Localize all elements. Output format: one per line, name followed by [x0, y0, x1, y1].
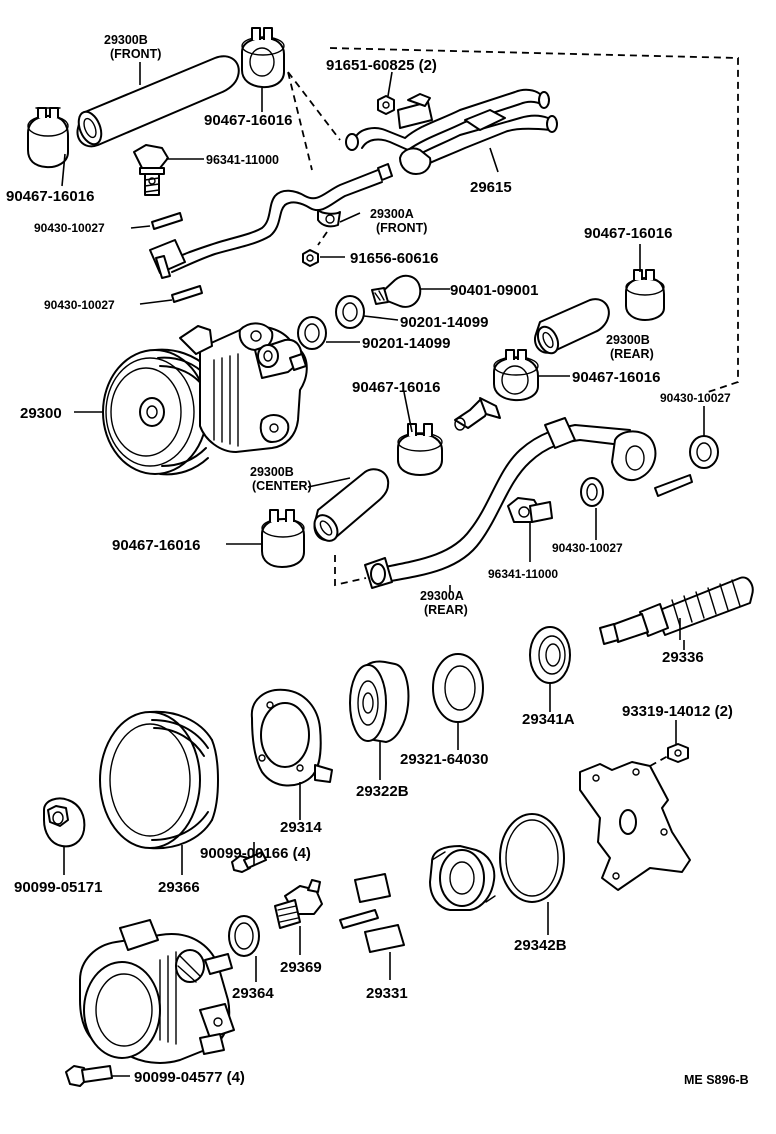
reference-line-front-pipe [317, 231, 328, 246]
plug-90401 [371, 274, 422, 308]
label-90201-14099-b: 90201-14099 [362, 335, 450, 352]
label-90099-04577: 90099-04577 (4) [134, 1069, 245, 1086]
cam-ring [429, 845, 496, 911]
clamp-90467-rear-lower [493, 349, 539, 402]
label-29366: 29366 [158, 879, 200, 896]
union-bolt-96341-lower [507, 497, 553, 523]
label-90430-10027-upper: 90430-10027 [34, 221, 105, 235]
nut-93319 [667, 743, 689, 763]
bolt-90099-04577 [65, 1065, 113, 1087]
label-90430-10027-right: 90430-10027 [660, 391, 731, 405]
gasket-90430-upper [151, 212, 183, 230]
pressure-pipe-29300a-front [149, 163, 393, 279]
shaft-29336 [599, 576, 754, 645]
label-29300a-rear: 29300A [420, 589, 464, 603]
vanes-29331 [339, 873, 405, 953]
diagram-code: ME S896-B [684, 1073, 749, 1087]
label-29300a-front: 29300A [370, 207, 414, 221]
label-29314: 29314 [280, 819, 322, 836]
plate-29314 [250, 688, 333, 787]
label-90467-16016-top: 90467-16016 [204, 112, 292, 129]
label-91651-60825: 91651-60825 (2) [326, 57, 437, 74]
clamp-90467-top [241, 27, 285, 89]
label-29364: 29364 [232, 985, 274, 1002]
power-steering-pump-29300 [102, 322, 308, 476]
clamp-90467-left [27, 107, 69, 169]
label-29322b: 29322B [356, 783, 409, 800]
hose-29300b-center [313, 468, 390, 542]
label-90467-16016-rear-lower: 90467-16016 [572, 369, 660, 386]
label-90430-10027-lower: 90430-10027 [44, 298, 115, 312]
label-29331: 29331 [366, 985, 408, 1002]
label-29300a-front-note: (FRONT) [376, 221, 427, 235]
leader-lines [61, 62, 705, 1077]
label-29300b-center-note: (CENTER) [252, 479, 312, 493]
label-96341-11000-top: 96341-11000 [206, 153, 279, 167]
label-29300b-front-note: (FRONT) [110, 47, 161, 61]
label-29321-64030: 29321-64030 [400, 751, 488, 768]
reference-line-top [287, 47, 739, 393]
pump-housing [79, 919, 235, 1064]
clamp-90467-rear-upper [625, 269, 665, 321]
label-29336: 29336 [662, 649, 704, 666]
label-29300b-rear-note: (REAR) [610, 347, 654, 361]
reference-line-bracket [649, 755, 669, 767]
elbow-fitting [454, 397, 501, 431]
washer-90201-a [335, 295, 365, 329]
hose-29300b-rear [534, 298, 610, 355]
label-90099-05171: 90099-05171 [14, 879, 102, 896]
label-90430-10027-lower-right: 90430-10027 [552, 541, 623, 555]
label-29300: 29300 [20, 405, 62, 422]
pulley-29366 [99, 710, 219, 850]
nut-91656 [302, 249, 319, 267]
label-90467-16016-lower-left: 90467-16016 [112, 537, 200, 554]
label-29300b-front: 29300B [104, 33, 148, 47]
gasket-90430-right [689, 435, 719, 469]
bearing-29322b [349, 660, 410, 743]
nut-91651 [377, 95, 395, 115]
washer-29321 [432, 653, 484, 723]
label-29300a-rear-note: (REAR) [424, 603, 468, 617]
hose-29300b-front [76, 55, 240, 148]
label-90467-16016-rear-upper: 90467-16016 [584, 225, 672, 242]
label-90201-14099-a: 90201-14099 [400, 314, 488, 331]
label-29342b: 29342B [514, 937, 567, 954]
gasket-90430-lower [171, 285, 203, 303]
clamp-90467-lower-left [261, 509, 305, 568]
oil-seal-29341a [529, 626, 571, 684]
nut-90099-05171 [43, 797, 86, 848]
bolt-90099-00166 [231, 851, 267, 873]
pressure-pipe-29300a-rear [364, 417, 693, 589]
part-number-labels: 29300B (FRONT) 91651-60825 (2) 90467-160… [6, 33, 749, 1087]
label-91656-60616: 91656-60616 [350, 250, 438, 267]
o-ring-29364 [228, 915, 260, 957]
reference-line-rear [334, 555, 367, 587]
label-29369: 29369 [280, 959, 322, 976]
bracket-plate [579, 761, 691, 891]
label-90401-09001: 90401-09001 [450, 282, 538, 299]
label-29341a: 29341A [522, 711, 575, 728]
label-29300b-center: 29300B [250, 465, 294, 479]
label-93319-14012: 93319-14012 (2) [622, 703, 733, 720]
label-29615: 29615 [470, 179, 512, 196]
washer-90201-b [297, 316, 327, 350]
valve-29369 [274, 879, 323, 929]
gasket-90430-lower-right [580, 477, 604, 507]
union-bolt-96341-top [133, 144, 169, 196]
o-ring-29342b [499, 813, 565, 903]
pipe-assembly-29615 [345, 88, 558, 175]
label-29300b-rear: 29300B [606, 333, 650, 347]
label-96341-11000-lower: 96341-11000 [488, 567, 558, 581]
label-90099-00166: 90099-00166 (4) [200, 845, 311, 862]
label-90467-16016-center: 90467-16016 [352, 379, 440, 396]
clamp-90467-center [397, 423, 443, 476]
label-90467-16016-left: 90467-16016 [6, 188, 94, 205]
